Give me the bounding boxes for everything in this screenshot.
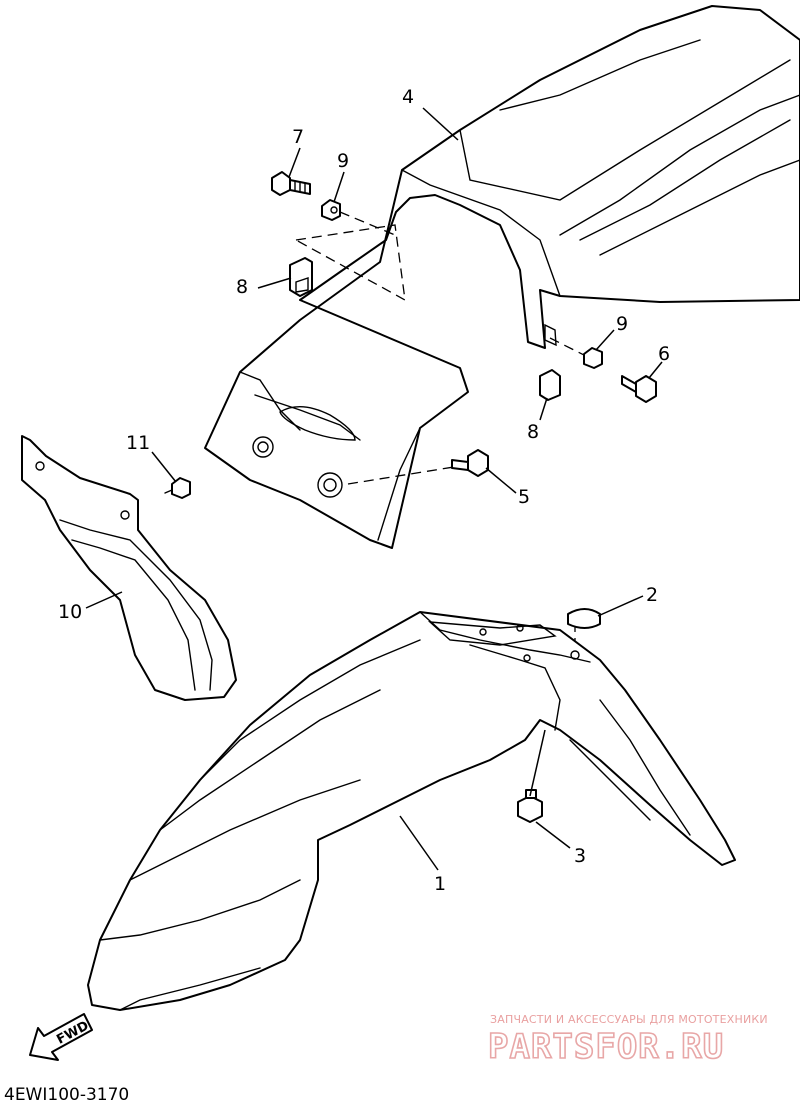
callout-11: 11 (126, 432, 150, 454)
clip-nut-8-upper (289, 257, 313, 297)
forward-direction-arrow: FWD (29, 1013, 93, 1061)
callout-1: 1 (434, 873, 446, 895)
watermark-brand: PARTSFOR.RU (488, 1027, 724, 1067)
callout-7: 7 (292, 126, 304, 148)
watermark-caption: ЗАПЧАСТИ И АКСЕССУАРЫ ДЛЯ МОТОТЕХНИКИ (490, 1013, 768, 1026)
callout-8-right: 8 (527, 421, 539, 443)
rear-fender (204, 5, 800, 549)
screw-11 (164, 477, 191, 499)
grommet-2 (567, 608, 601, 629)
callout-8-upper: 8 (236, 276, 248, 298)
callout-10: 10 (58, 601, 82, 623)
callout-9-right: 9 (616, 313, 628, 335)
callout-4: 4 (402, 86, 414, 108)
callout-2: 2 (646, 584, 658, 606)
clip-nut-8-right (539, 369, 561, 401)
bolt-5 (451, 449, 489, 477)
bolt-6 (621, 375, 657, 403)
bolt-7 (271, 171, 311, 196)
mud-flap (21, 435, 237, 701)
front-fender (87, 611, 736, 1011)
callout-9-upper: 9 (337, 150, 349, 172)
collar-9-right (583, 347, 603, 369)
collar-9-upper (321, 199, 341, 221)
callout-6: 6 (658, 343, 670, 365)
callout-3: 3 (574, 845, 586, 867)
diagram-code: 4EWI100-3170 (4, 1085, 129, 1105)
callout-5: 5 (518, 486, 530, 508)
